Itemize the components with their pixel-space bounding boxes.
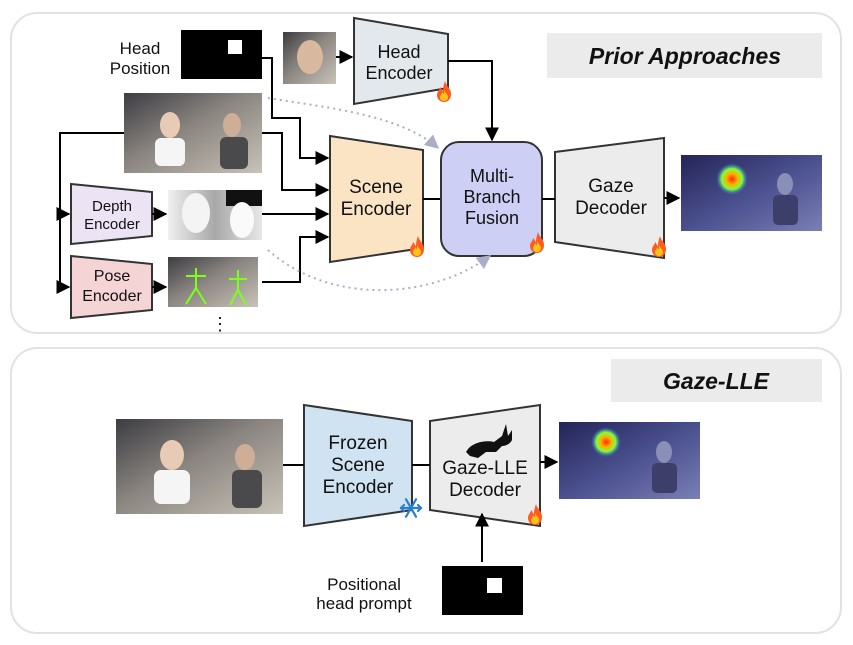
gazelle-person-1-head	[160, 440, 184, 470]
depth-map-dark-region	[226, 190, 262, 206]
frozen-label-3: Encoder	[323, 477, 394, 498]
prior-connectors	[56, 50, 681, 294]
prior-title: Prior Approaches	[589, 43, 781, 69]
heatmap-blob-gazelle	[591, 427, 621, 457]
pose-image	[168, 257, 258, 307]
depth-encoder-label-2: Encoder	[84, 216, 140, 233]
fusion-label-3: Fusion	[465, 208, 519, 228]
gaze-decoder-block	[554, 136, 665, 260]
gazelle-icon	[466, 424, 512, 458]
head-encoder-label-1: Head	[377, 42, 420, 62]
head-encoder-label-2: Encoder	[365, 63, 432, 83]
scene-person-1-body	[155, 138, 185, 166]
head-crop-face	[297, 40, 323, 74]
pose-encoder-label-2: Encoder	[82, 288, 142, 305]
gaze-decoder-label-1: Gaze	[588, 176, 633, 197]
frozen-label-1: Frozen	[328, 433, 387, 454]
head-position-label-2: Position	[110, 59, 170, 78]
gazelle-decoder-label-1: Gaze-LLE	[442, 458, 528, 479]
pose-skeleton-2	[229, 270, 247, 306]
depth-map-person-2	[230, 202, 254, 238]
positional-head-prompt-mask	[442, 566, 523, 615]
output-heatmap-gazelle	[559, 422, 700, 499]
pose-skeleton-1-limbs	[185, 268, 207, 305]
scene-person-2-body	[220, 137, 248, 169]
prior-title-box	[547, 33, 822, 78]
gazelle-decoder-block	[429, 403, 541, 528]
scene-encoder-label-1: Scene	[349, 177, 403, 198]
fusion-label-1: Multi-	[470, 166, 514, 186]
heatmap-blob-prior	[716, 163, 748, 195]
gazelle-title-box	[611, 359, 822, 402]
gazelle-person-2-body	[232, 470, 262, 508]
output-person-2-body	[773, 195, 798, 225]
snowflake-icon	[399, 498, 423, 518]
gazelle-title: Gaze-LLE	[663, 368, 770, 394]
depth-map-person-1	[182, 193, 210, 233]
fusion-label-2: Branch	[463, 187, 520, 207]
gazelle-person-1-body	[154, 470, 190, 504]
pose-encoder-block	[70, 254, 153, 320]
output-heatmap-prior	[681, 155, 822, 231]
head-position-square	[228, 40, 242, 54]
prompt-label-1: Positional	[327, 575, 401, 594]
output-person-2	[777, 173, 793, 195]
pose-encoder-label-1: Pose	[94, 268, 131, 285]
positional-head-prompt-square	[487, 578, 502, 593]
frozen-label-2: Scene	[331, 455, 385, 476]
ellipsis: ⋮	[211, 314, 229, 334]
depth-encoder-block	[70, 182, 153, 246]
prompt-label-2: head prompt	[316, 594, 412, 613]
gaze-decoder-label-2: Decoder	[575, 198, 647, 219]
scene-person-1-head	[160, 112, 180, 138]
dotted-connector-bottom	[267, 249, 492, 292]
head-position-mask	[181, 30, 262, 79]
gazelle-connectors	[283, 455, 559, 562]
head-position-label-1: Head	[120, 39, 161, 58]
gazelle-output-person-2	[656, 441, 672, 463]
gazelle-decoder-label-2: Decoder	[449, 480, 521, 501]
scene-person-2-head	[223, 113, 241, 137]
depth-encoder-label-1: Depth	[92, 198, 132, 215]
gazelle-output-person-2-body	[652, 463, 677, 493]
scene-encoder-label-2: Encoder	[341, 199, 412, 220]
gazelle-person-2-head	[235, 444, 255, 470]
